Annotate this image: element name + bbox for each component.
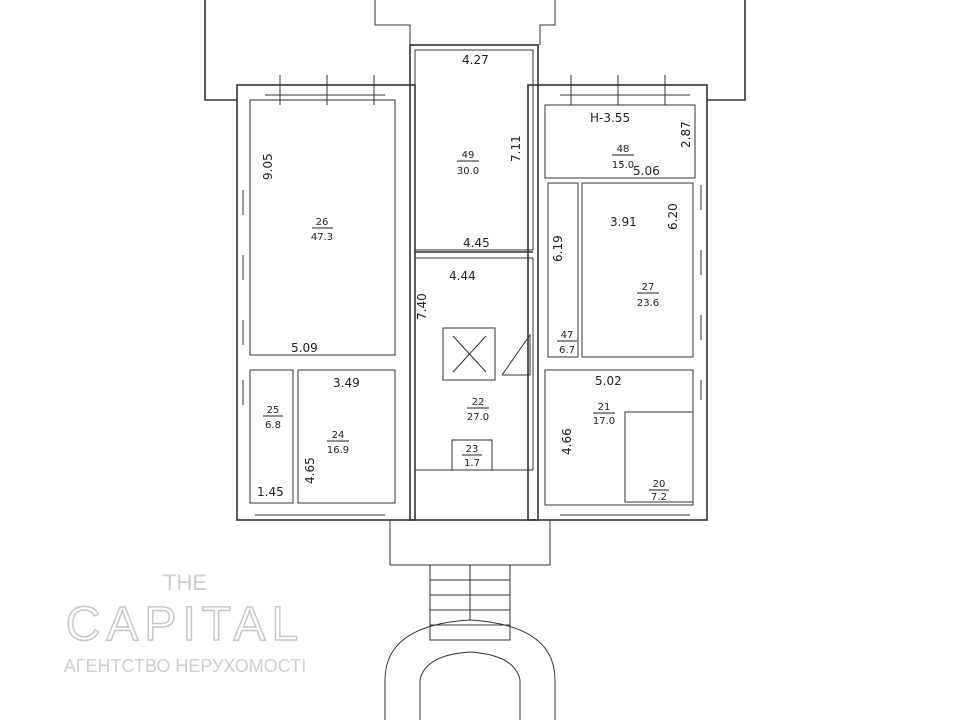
svg-text:17.0: 17.0: [593, 416, 615, 427]
svg-text:4.65: 4.65: [303, 457, 317, 484]
svg-text:5.06: 5.06: [633, 164, 660, 178]
svg-text:2.87: 2.87: [679, 121, 693, 148]
svg-text:3.91: 3.91: [610, 215, 637, 229]
svg-text:16.9: 16.9: [327, 445, 349, 456]
svg-text:4.66: 4.66: [560, 428, 574, 455]
svg-text:47.3: 47.3: [311, 232, 333, 243]
room-48: [544, 104, 696, 179]
svg-text:1.7: 1.7: [464, 458, 480, 469]
room-27: [581, 182, 694, 358]
svg-text:49: 49: [462, 150, 475, 161]
svg-text:47: 47: [561, 330, 574, 341]
room-24: [297, 369, 396, 504]
svg-text:3.49: 3.49: [333, 376, 360, 390]
entrance-stairs: [384, 519, 556, 720]
svg-text:20: 20: [653, 479, 666, 490]
room-26: [249, 99, 396, 356]
svg-text:15.0: 15.0: [612, 160, 634, 171]
svg-text:6.20: 6.20: [666, 203, 680, 230]
svg-text:4.27: 4.27: [462, 53, 489, 67]
svg-text:THE: THE: [163, 570, 207, 595]
svg-text:6.19: 6.19: [551, 235, 565, 262]
svg-text:27: 27: [642, 282, 655, 293]
svg-text:23.6: 23.6: [637, 298, 659, 309]
svg-text:22: 22: [472, 397, 485, 408]
svg-text:9.05: 9.05: [261, 153, 275, 180]
svg-text:27.0: 27.0: [467, 412, 489, 423]
top-annex-walls: [204, 0, 746, 101]
dimension-labels: 4.27 7.11 9.05 2.87 5.06 3.91 6.20 4.45 …: [257, 53, 693, 499]
svg-text:4.44: 4.44: [449, 269, 476, 283]
watermark: THE CAPITAL АГЕНТСТВО НЕРУХОМОСТІ: [64, 570, 306, 676]
room-walls: [249, 99, 696, 506]
room-22: [414, 257, 534, 471]
svg-text:23: 23: [466, 444, 479, 455]
svg-text:7.11: 7.11: [509, 135, 523, 162]
svg-text:48: 48: [617, 144, 630, 155]
svg-text:CAPITAL: CAPITAL: [66, 598, 305, 651]
svg-text:6.8: 6.8: [265, 420, 281, 431]
svg-text:АГЕНТСТВО НЕРУХОМОСТІ: АГЕНТСТВО НЕРУХОМОСТІ: [64, 656, 306, 676]
svg-text:24: 24: [332, 430, 345, 441]
svg-text:5.02: 5.02: [595, 374, 622, 388]
svg-text:26: 26: [316, 217, 329, 228]
svg-text:30.0: 30.0: [457, 166, 479, 177]
svg-text:7.40: 7.40: [415, 293, 429, 320]
room-23: [451, 439, 493, 471]
windows: [242, 75, 702, 516]
svg-text:5.09: 5.09: [291, 341, 318, 355]
elevator: [442, 327, 496, 381]
svg-text:6.7: 6.7: [559, 345, 575, 356]
svg-text:21: 21: [598, 402, 611, 413]
svg-text:25: 25: [267, 405, 280, 416]
svg-text:1.45: 1.45: [257, 485, 284, 499]
svg-text:7.2: 7.2: [651, 492, 667, 503]
room-25: [249, 369, 294, 504]
height-mark: H-3.55: [590, 111, 630, 125]
room-47: [547, 182, 579, 358]
room-20: [624, 411, 694, 503]
svg-text:4.45: 4.45: [463, 236, 490, 250]
